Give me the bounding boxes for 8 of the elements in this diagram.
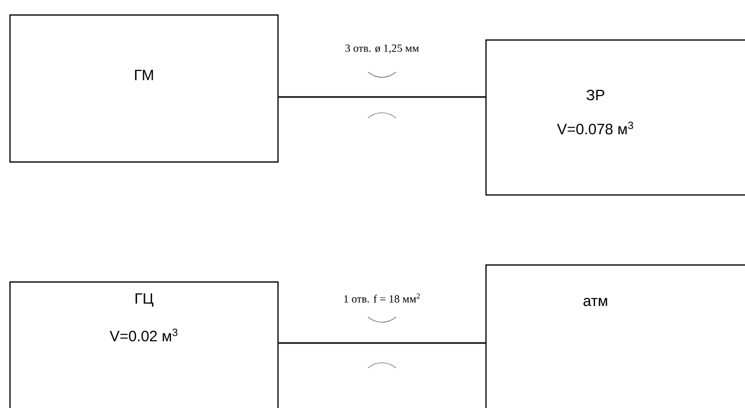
block-box: атм (485, 264, 745, 408)
block-box: ГМ (9, 14, 279, 163)
connecting-line (278, 96, 486, 98)
edge-label: 1 отв. f = 18 мм$^{2}$ (344, 293, 420, 303)
edge-label: 3 отв. ø 1,25 мм (345, 44, 419, 54)
block-box: ЗР V=0.078 м$^{3}$ (485, 39, 745, 196)
connecting-line (278, 342, 486, 344)
block-box: ГЦ V=0.02 м$^{3}$ (9, 281, 279, 408)
